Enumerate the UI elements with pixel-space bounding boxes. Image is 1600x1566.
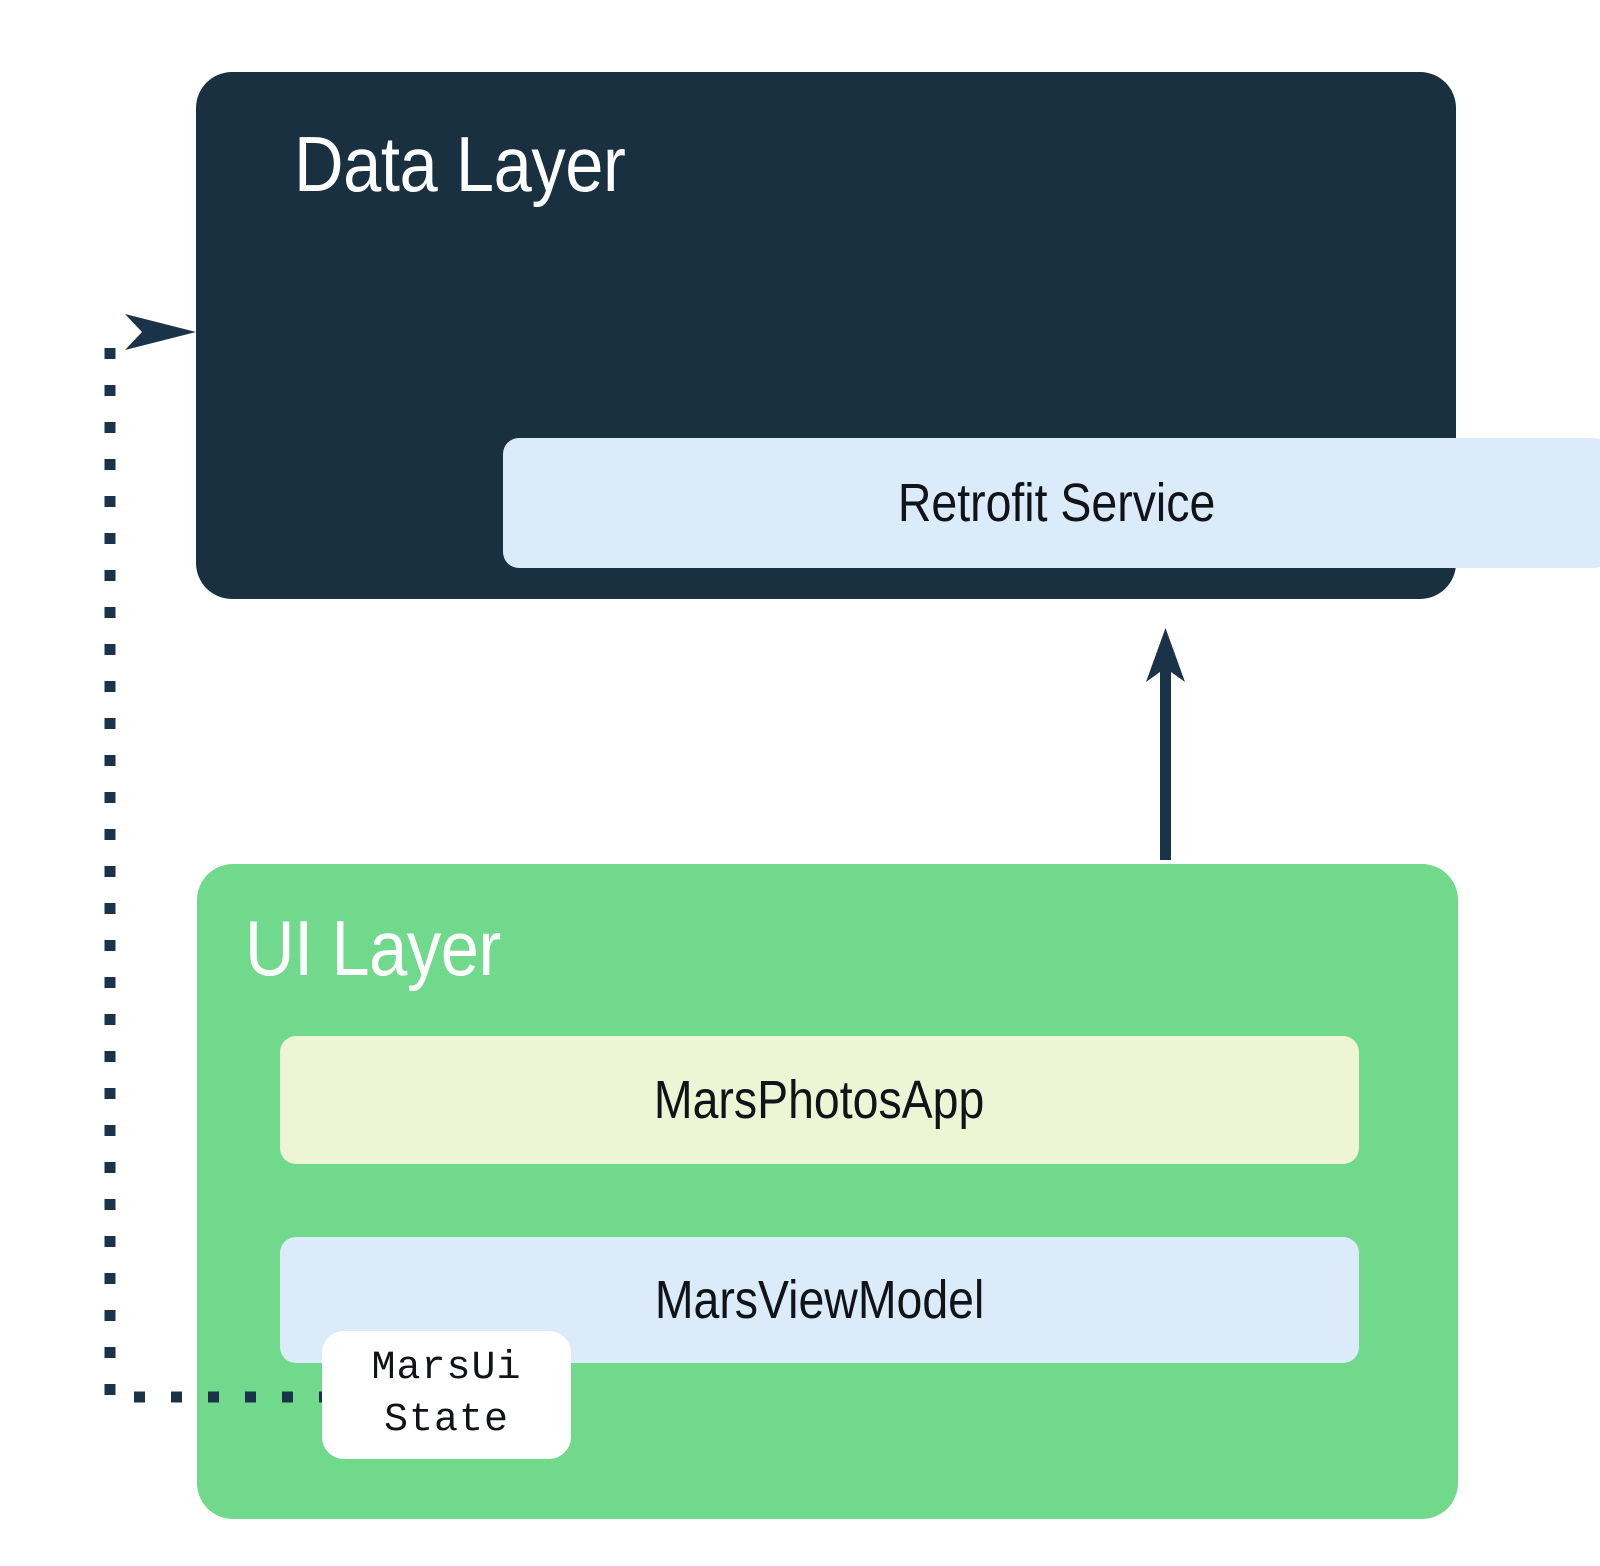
retrofit-service-label: Retrofit Service bbox=[897, 473, 1216, 533]
solid-arrow-ui-to-data bbox=[1146, 628, 1185, 860]
mars-view-model-label: MarsViewModel bbox=[654, 1270, 985, 1330]
mars-photos-app-box: MarsPhotosApp bbox=[280, 1036, 1359, 1164]
mars-ui-state-line-2: State bbox=[383, 1398, 510, 1443]
data-layer-title: Data Layer bbox=[294, 120, 626, 208]
data-layer-container: Data Layer Retrofit Service bbox=[196, 72, 1600, 599]
mars-ui-state-chip: MarsUi State bbox=[322, 1331, 571, 1459]
ui-layer-title: UI Layer bbox=[245, 904, 501, 992]
dotted-connector-state-to-data bbox=[104, 314, 330, 1403]
retrofit-service-box: Retrofit Service bbox=[503, 438, 1600, 568]
mars-ui-state-line-1: MarsUi bbox=[371, 1346, 522, 1391]
mars-photos-app-label: MarsPhotosApp bbox=[654, 1070, 985, 1130]
